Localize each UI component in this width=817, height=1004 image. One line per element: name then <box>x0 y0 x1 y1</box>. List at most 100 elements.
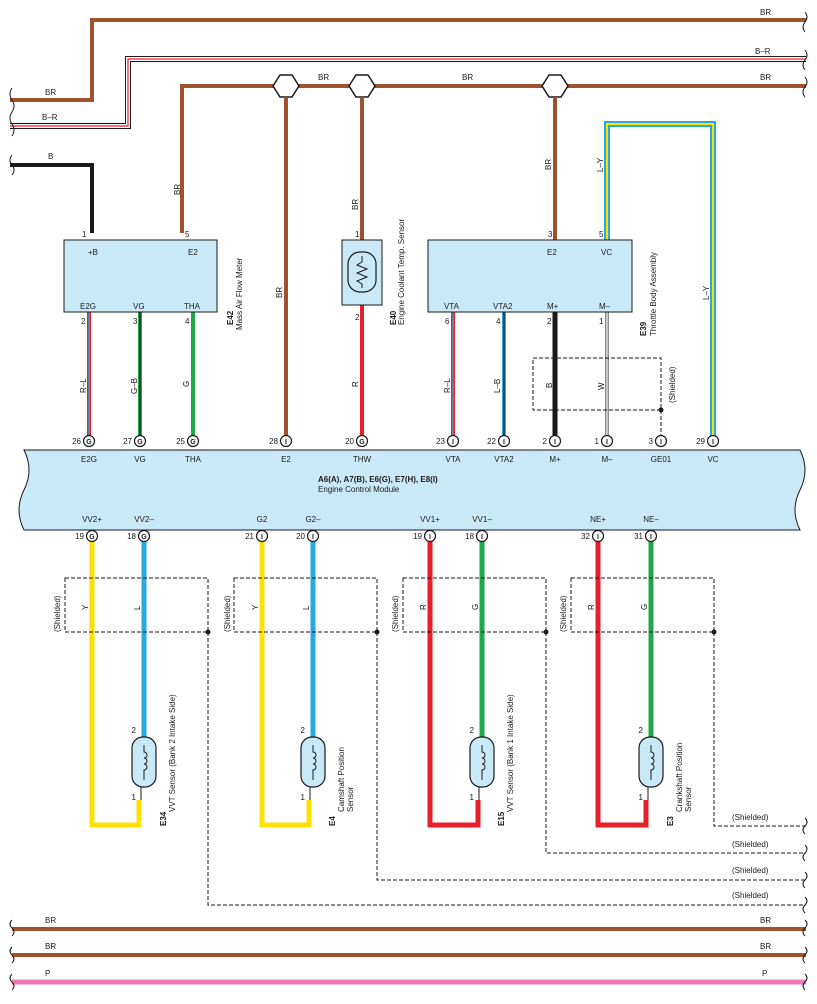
ecm-pin-label: GE01 <box>651 455 672 464</box>
label-e2-wire: BR <box>275 287 284 298</box>
ecm-pin-label: VC <box>707 455 718 464</box>
sensor-wire-label-2: L <box>133 605 142 610</box>
ecm-pin-terminal <box>306 529 320 543</box>
wire-e15-r <box>427 540 481 828</box>
ecm-pin-number: 18 <box>465 532 474 541</box>
pickup-coil-icon <box>300 736 326 788</box>
label-throttle-vta-wire: R–L <box>443 378 452 393</box>
ecm-pin-number: 1 <box>595 437 600 446</box>
ecm-pin-terminal <box>279 434 293 448</box>
ecm-pin-type: I <box>285 439 287 446</box>
wave-break-bottom-left <box>9 919 15 991</box>
ecm-pin-terminal <box>133 434 147 448</box>
shield-exit-label-4: (Shielded) <box>732 891 769 900</box>
label-bottom-br-1-left: BR <box>45 916 56 925</box>
ecm-pin-terminal <box>423 529 437 543</box>
engine-coolant-temp-sensor: 1 2 BR R E40 Engine Coolant Temp. Sensor <box>341 97 406 441</box>
mafm-pin-num-vg: 3 <box>133 317 138 326</box>
ect-code: E40 <box>389 310 398 325</box>
ecm-pin-label: VG <box>134 455 146 464</box>
sensor-pin-num-1: 1 <box>132 793 137 802</box>
ecm-pin-number: 26 <box>72 437 81 446</box>
ecm-pin-number: 20 <box>296 532 305 541</box>
ecm-pin-label: THW <box>353 455 372 464</box>
mafm-name: Mass Air Flow Meter <box>235 257 244 330</box>
ecm-pin-label: E2 <box>281 455 291 464</box>
label-bottom-br-2-left: BR <box>45 942 56 951</box>
ecm-pin-terminal <box>497 434 511 448</box>
wave-break-right <box>802 11 808 98</box>
sensor-code: E34 <box>159 811 168 826</box>
ecm-pin-number: 22 <box>487 437 496 446</box>
mafm-pin-tha-label: THA <box>184 302 201 311</box>
shield-drain-e3 <box>713 632 806 827</box>
label-bottom-p-right: P <box>762 969 767 978</box>
throttle-body-assembly: (Shielded) E2 VC VTA VTA2 M+ M– 3 5 6 4 … <box>427 97 716 441</box>
label-throttle-vc-right-wire: L–Y <box>702 285 711 300</box>
ecm-box <box>18 449 806 531</box>
ecm-pin-label: VV2+ <box>82 515 102 524</box>
ecm-pin-number: 19 <box>75 532 84 541</box>
sensor-wire-label-1: R <box>587 604 596 610</box>
label-b-r-left: B–R <box>42 113 58 122</box>
shield-drain-e4 <box>376 632 806 881</box>
ecm-pin-number: 18 <box>127 532 136 541</box>
splice-point-3 <box>541 74 569 98</box>
label-br-bus-2: BR <box>462 73 473 82</box>
sensor-name-line-1: VVT Sensor (Bank 1 Intake Side) <box>506 694 515 812</box>
ecm-name: Engine Control Module <box>318 485 400 494</box>
ecm-pin-type: G <box>86 439 92 446</box>
sensor-pin-num-1: 1 <box>470 793 475 802</box>
shield-exit-label-3: (Shielded) <box>732 866 769 875</box>
ecm-pin-label: M– <box>601 455 613 464</box>
label-throttle-vta2-wire: L–B <box>493 379 502 393</box>
ecm-pin-label: E2G <box>81 455 97 464</box>
shield-box-e4 <box>233 577 378 633</box>
sensor-wires: (Shielded) (Shielded) (Shielded) (Shield… <box>64 540 808 914</box>
label-bottom-br-2-right: BR <box>760 942 771 951</box>
ecm-pin-type: I <box>503 439 505 446</box>
mafm-pin-e2g-label: E2G <box>80 302 96 311</box>
ecm-pin-label: VTA <box>446 455 462 464</box>
ecm-pin-label: NE– <box>643 515 659 524</box>
ecm-pin-label: NE+ <box>590 515 606 524</box>
sensor-pin-num-1: 1 <box>301 793 306 802</box>
throttle-code: E39 <box>639 321 648 336</box>
wave-break-bottom-right <box>802 919 808 991</box>
ecm-pin-type: I <box>597 534 599 541</box>
ecm-pin-type: I <box>452 439 454 446</box>
ecm-pin-terminal <box>137 529 151 543</box>
ecm-pin-label: M+ <box>549 455 561 464</box>
mass-air-flow-meter: +B E2 E2G VG THA 1 5 2 3 4 BR R–L G–B G … <box>63 184 244 441</box>
ect-pin-num-top: 1 <box>355 230 360 239</box>
label-mafm-e2-wire: BR <box>173 184 182 195</box>
label-throttle-mp-wire: B <box>545 383 554 388</box>
coil-winding-icon <box>143 745 148 780</box>
throttle-shield-box <box>532 357 662 411</box>
ecm-pin-number: 23 <box>436 437 445 446</box>
throttle-pin-num-mm: 1 <box>599 317 604 326</box>
mafm-pin-num-b: 1 <box>82 230 87 239</box>
label-ect-top-wire: BR <box>351 199 360 210</box>
throttle-shield-junction <box>658 407 664 413</box>
throttle-name: Throttle Body Assembly <box>649 252 658 336</box>
ecm-pin-label: VV1+ <box>420 515 440 524</box>
sensor-shield-label: (Shielded) <box>559 595 568 632</box>
ecm-pin-terminal <box>591 529 605 543</box>
sensor-shield-label: (Shielded) <box>391 595 400 632</box>
mafm-pin-num-e2: 5 <box>185 230 190 239</box>
ecm-pin-terminal <box>446 434 460 448</box>
ecm-pin-number: 32 <box>581 532 590 541</box>
ecm-pin-label: THA <box>185 455 202 464</box>
shield-box-e15 <box>402 577 547 633</box>
label-throttle-vc-top-wire: L–Y <box>596 157 605 172</box>
ecm-pin-terminal <box>475 529 489 543</box>
wire-br-top <box>10 18 806 102</box>
sensor-pin-num-2: 2 <box>301 726 306 735</box>
shield-drain-e15 <box>545 632 806 854</box>
shield-junction-e34 <box>205 629 211 635</box>
